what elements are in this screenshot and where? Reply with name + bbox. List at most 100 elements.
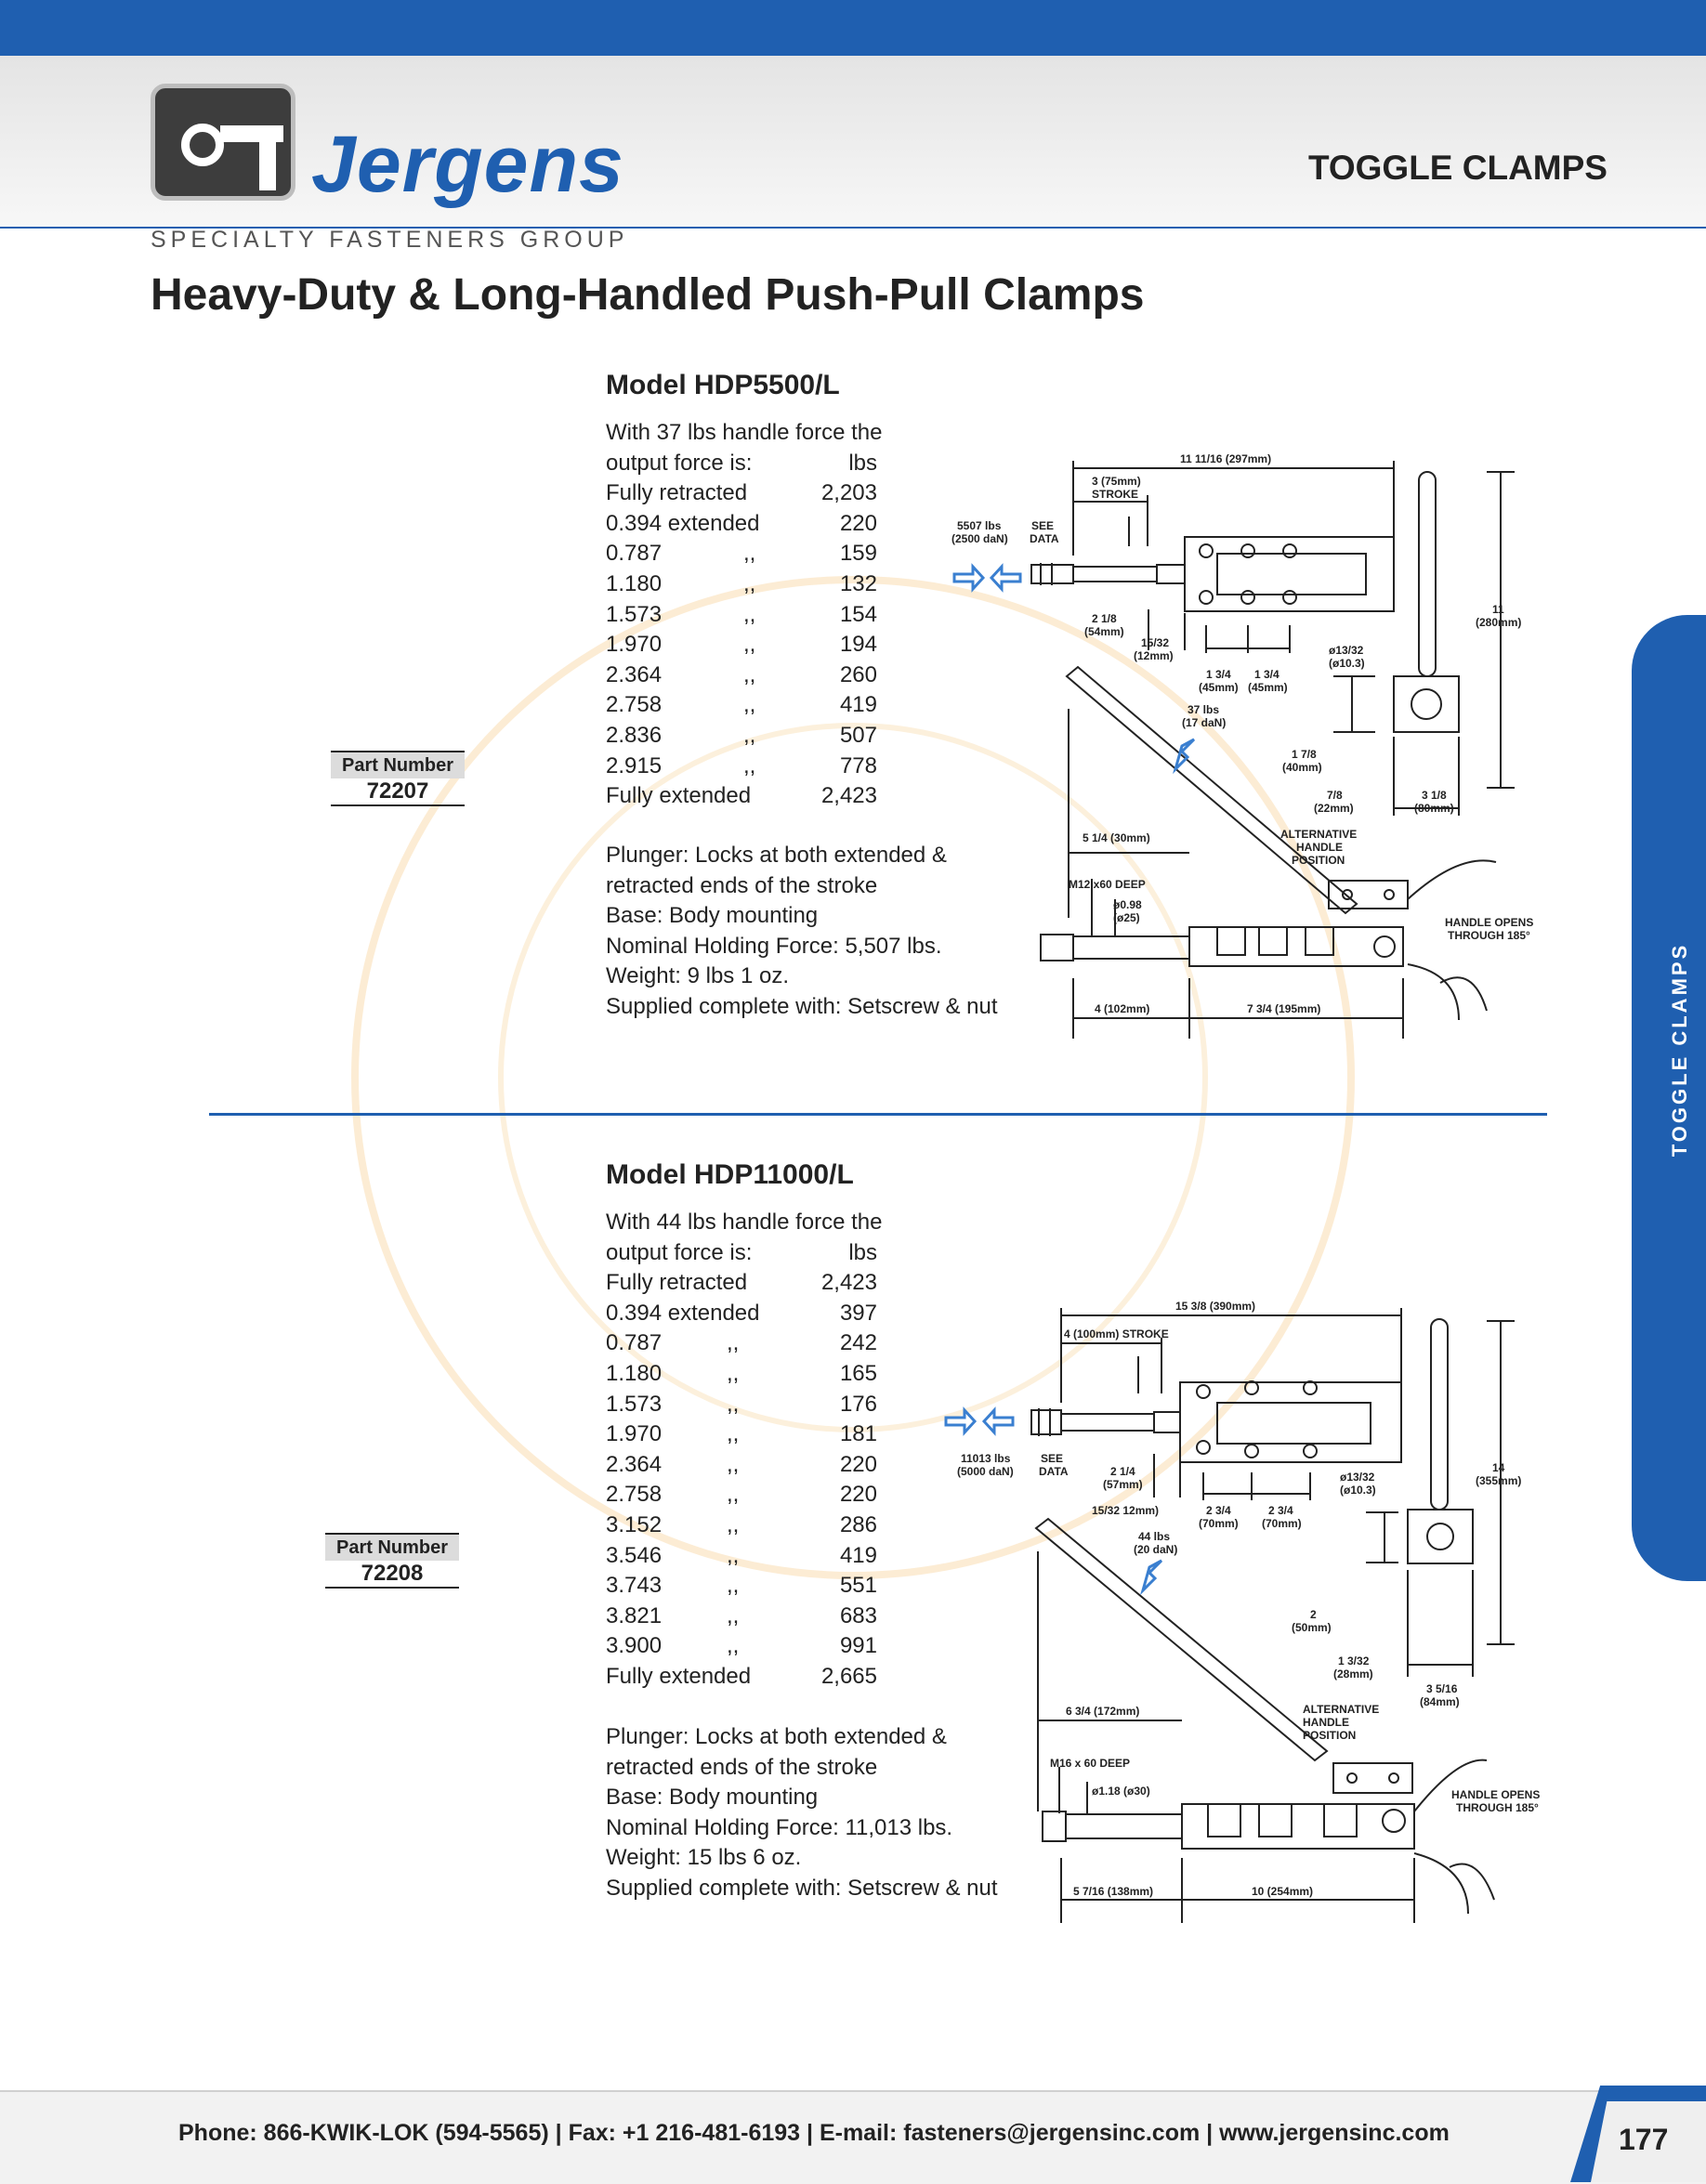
- force-row-label: 1.970: [606, 632, 663, 658]
- force-row-label: 1.573: [606, 601, 663, 627]
- dim-label: (2500 daN): [951, 532, 1008, 545]
- dim-label: ALTERNATIVE: [1303, 1703, 1379, 1716]
- dim-label: HANDLE OPENS: [1445, 916, 1533, 929]
- force-row: 1.970,,181: [606, 1419, 885, 1450]
- force-row-ditto: ,,: [727, 1542, 740, 1568]
- dim-label: (50mm): [1292, 1621, 1332, 1634]
- dim-label: ø13/32: [1340, 1471, 1375, 1484]
- page-number: 177: [1619, 2123, 1669, 2156]
- force-row-label: 0.787: [606, 541, 663, 567]
- note-line: Base: Body mounting: [606, 903, 819, 929]
- push-arrow-icon: [944, 1406, 978, 1436]
- dim-label: (70mm): [1199, 1517, 1239, 1530]
- part-number: 72208: [325, 1561, 459, 1589]
- handle-force-arrow-icon: [1140, 1559, 1163, 1596]
- force-row-ditto: ,,: [727, 1573, 740, 1599]
- dim-label: 15/32: [1141, 636, 1169, 649]
- dim-label: (12mm): [1134, 649, 1174, 662]
- dim-label: (17 daN): [1182, 716, 1226, 729]
- force-row: 1.970,,194: [606, 630, 885, 660]
- dim-label: (ø10.3): [1340, 1484, 1376, 1497]
- note-line: Weight: 15 lbs 6 oz.: [606, 1845, 802, 1871]
- footer-contact: Phone: 866-KWIK-LOK (594-5565) | Fax: +1…: [178, 2120, 1450, 2146]
- dim-label: 11: [1492, 603, 1504, 616]
- dim-label: 15 3/8 (390mm): [1175, 1300, 1255, 1313]
- side-tab: [1632, 615, 1706, 1581]
- force-row-value: 683: [839, 1602, 877, 1628]
- dim-label: 2: [1310, 1608, 1317, 1621]
- side-tab-label: TOGGLE CLAMPS: [1668, 942, 1691, 1157]
- force-row-value: 991: [839, 1633, 877, 1659]
- force-row-ditto: ,,: [743, 661, 756, 687]
- force-row: 0.787,,159: [606, 539, 885, 569]
- dim-label: 5 7/16 (138mm): [1073, 1885, 1153, 1898]
- force-row-value: 220: [839, 510, 877, 536]
- force-row-value: 397: [839, 1300, 877, 1326]
- dim-label: 6 3/4 (172mm): [1066, 1705, 1139, 1718]
- force-row-label: 0.394 extended: [606, 510, 760, 536]
- force-row-value: 220: [839, 1451, 877, 1477]
- force-row-ditto: ,,: [727, 1421, 740, 1447]
- dim-label: (45mm): [1248, 681, 1288, 694]
- note-line: Nominal Holding Force: 11,013 lbs.: [606, 1814, 953, 1840]
- dim-label: POSITION: [1303, 1729, 1356, 1742]
- force-row-value: 2,665: [820, 1663, 877, 1689]
- note-line: Plunger: Locks at both extended &: [606, 843, 947, 868]
- force-row-label: 1.180: [606, 1360, 663, 1386]
- note-line: Nominal Holding Force: 5,507 lbs.: [606, 933, 942, 959]
- force-row-value: 2,203: [820, 480, 877, 506]
- force-row: 3.821,,683: [606, 1602, 885, 1632]
- part-number-box: Part Number 72207: [331, 751, 465, 806]
- part-number-label: Part Number: [331, 751, 465, 778]
- force-row: 3.743,, 551: [606, 1571, 885, 1602]
- force-row-label: Fully retracted: [606, 1270, 748, 1296]
- dim-label: ø1.18 (ø30): [1092, 1785, 1150, 1798]
- unit-label: lbs: [848, 1239, 877, 1265]
- force-row-value: 165: [839, 1360, 877, 1386]
- intro-line: output force is:: [606, 450, 753, 476]
- force-row: Fully extended 2,423: [606, 781, 885, 812]
- dim-label: ø13/32: [1329, 644, 1364, 657]
- notes: Plunger: Locks at both extended & retrac…: [606, 1722, 998, 1904]
- dim-label: DATA: [1030, 532, 1059, 545]
- intro-line: With 44 lbs handle force the: [606, 1210, 883, 1235]
- clamp-drawing-hdp11000: 15 3/8 (390mm) 4 (100mm) STROKE 11013 lb…: [944, 1300, 1540, 1923]
- unit-label: lbs: [848, 450, 877, 476]
- note-line: retracted ends of the stroke: [606, 872, 878, 898]
- force-row-label: 3.821: [606, 1602, 663, 1628]
- force-row-label: 1.970: [606, 1421, 663, 1447]
- part-number-box: Part Number 72208: [325, 1533, 459, 1589]
- notes: Plunger: Locks at both extended & retrac…: [606, 841, 998, 1023]
- note-line: Supplied complete with: Setscrew & nut: [606, 1875, 998, 1901]
- force-row-label: Fully extended: [606, 783, 752, 809]
- dim-label: (22mm): [1314, 802, 1354, 815]
- dim-label: POSITION: [1292, 854, 1345, 867]
- note-line: Supplied complete with: Setscrew & nut: [606, 993, 998, 1019]
- dim-label: (355mm): [1476, 1474, 1521, 1487]
- dim-label: M16 x 60 DEEP: [1050, 1757, 1130, 1770]
- force-row-value: 551: [839, 1573, 877, 1599]
- dim-label: (57mm): [1103, 1478, 1143, 1491]
- force-row-ditto: ,,: [743, 601, 756, 627]
- note-line: retracted ends of the stroke: [606, 1754, 878, 1780]
- force-row-label: 2.364: [606, 661, 663, 687]
- intro-line: output force is:: [606, 1239, 753, 1265]
- dim-label: 2 3/4: [1206, 1504, 1231, 1517]
- jergens-logo-icon: [151, 84, 295, 201]
- dim-label: (45mm): [1199, 681, 1239, 694]
- force-row-value: 419: [839, 1542, 877, 1568]
- dim-label: STROKE: [1092, 488, 1138, 501]
- force-row-label: Fully retracted: [606, 480, 748, 506]
- dim-label: 1 3/4: [1206, 668, 1231, 681]
- pull-arrow-icon: [981, 1406, 1015, 1436]
- dim-label: 7 3/4 (195mm): [1247, 1002, 1320, 1015]
- dim-label: (84mm): [1420, 1695, 1460, 1708]
- force-row-value: 176: [839, 1391, 877, 1417]
- dim-label: 3 1/8: [1422, 789, 1447, 802]
- force-row-label: 3.743: [606, 1573, 663, 1599]
- force-row-ditto: ,,: [727, 1482, 740, 1508]
- force-row-value: 132: [839, 570, 877, 596]
- force-row-value: 242: [839, 1330, 877, 1356]
- force-row-value: 2,423: [820, 783, 877, 809]
